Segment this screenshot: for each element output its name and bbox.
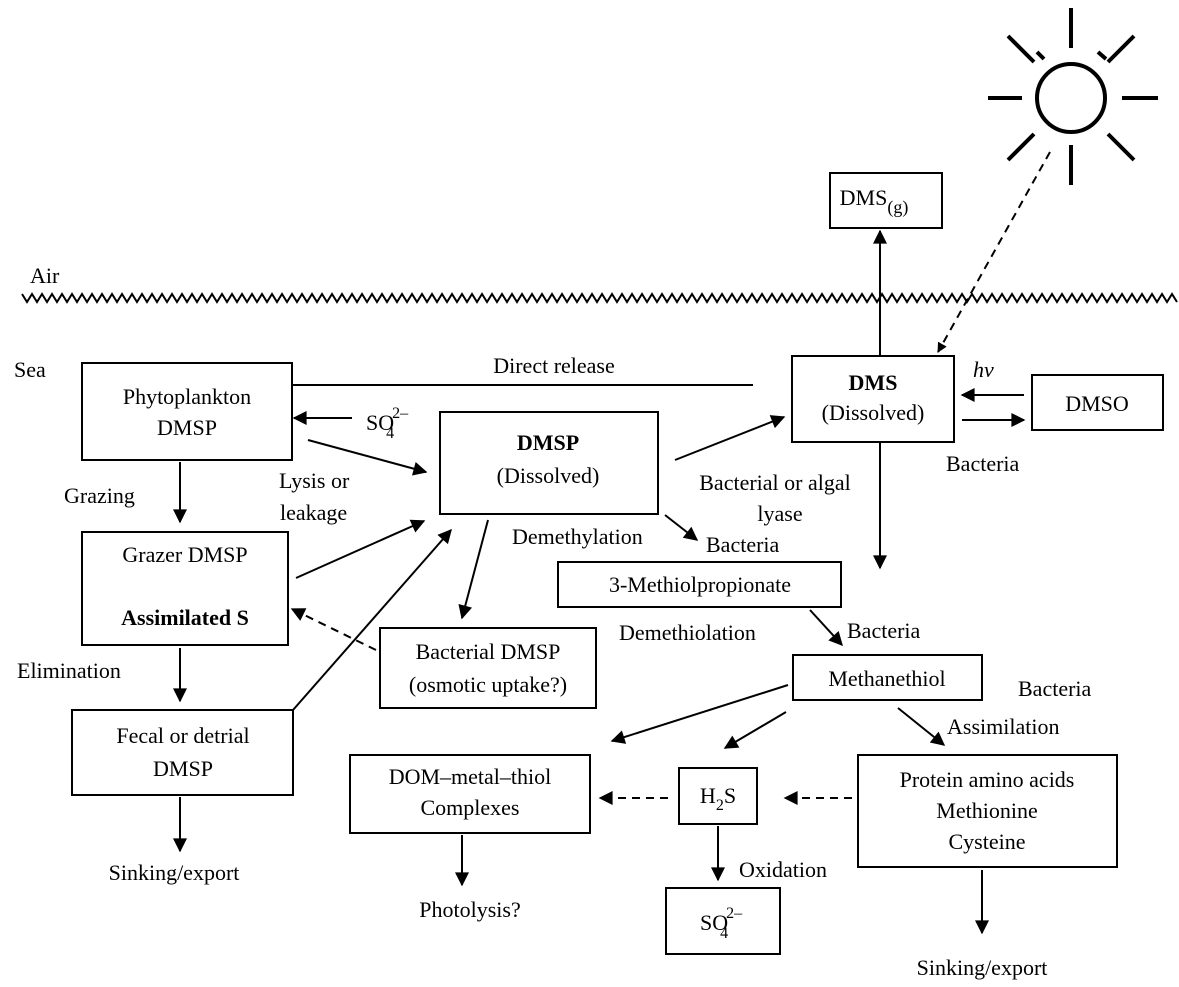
svg-text:Methionine: Methionine bbox=[936, 798, 1037, 823]
grazing-label: Grazing bbox=[64, 483, 135, 508]
h2s-box: H2S bbox=[678, 767, 758, 825]
assimilation-bacteria-label: Bacteria bbox=[1018, 676, 1092, 701]
lysis-label-1: Lysis or bbox=[279, 468, 350, 493]
assimilation-label: Assimilation bbox=[947, 714, 1059, 739]
arrow-sun-to-dms bbox=[937, 151, 1051, 353]
arrow-dmsp-to-bacterial-dmsp bbox=[458, 519, 489, 620]
direct-release-label: Direct release bbox=[493, 353, 615, 378]
photolysis-label: Photolysis? bbox=[419, 897, 520, 922]
methanethiol-box: Methanethiol bbox=[792, 654, 983, 701]
svg-text:Complexes: Complexes bbox=[421, 795, 520, 820]
sea-label: Sea bbox=[14, 357, 46, 382]
svg-text:3-Methiolpropionate: 3-Methiolpropionate bbox=[609, 572, 791, 597]
air-label: Air bbox=[30, 263, 60, 288]
bacterial-lyase-label-1: Bacterial or algal bbox=[699, 470, 850, 495]
svg-text:(Dissolved): (Dissolved) bbox=[822, 400, 925, 425]
sulfate-box: SO2–4 bbox=[665, 887, 781, 955]
svg-text:DMSP: DMSP bbox=[517, 430, 579, 455]
bacteria-dmso-label: Bacteria bbox=[946, 451, 1020, 476]
arrow-methanethiol-to-h2s bbox=[723, 711, 787, 749]
svg-text:Fecal or detrial: Fecal or detrial bbox=[116, 723, 249, 748]
arrow-dmsp-to-dms bbox=[674, 415, 786, 461]
dmso-box: DMSO bbox=[1031, 374, 1164, 431]
svg-text:Methanethiol: Methanethiol bbox=[828, 666, 945, 691]
arrow-grazer-to-dmsp bbox=[295, 519, 426, 579]
sinking-export-left-label: Sinking/export bbox=[109, 860, 240, 885]
demethiolation-bacteria-label: Bacteria bbox=[847, 618, 921, 643]
demethylation-bacteria-label: Bacteria bbox=[706, 532, 780, 557]
protein-amino-acids-box: Protein amino acids Methionine Cysteine bbox=[857, 754, 1118, 868]
lysis-label-2: leakage bbox=[280, 500, 347, 525]
svg-text:DOM–metal–thiol: DOM–metal–thiol bbox=[389, 764, 552, 789]
arrow-demethiolation bbox=[809, 609, 843, 647]
demethiolation-label: Demethiolation bbox=[619, 620, 756, 645]
svg-text:DMS(g): DMS(g) bbox=[840, 185, 909, 218]
svg-text:DMS: DMS bbox=[849, 370, 898, 395]
svg-text:Grazer DMSP: Grazer DMSP bbox=[122, 542, 247, 567]
svg-text:H2S: H2S bbox=[700, 783, 736, 814]
demethylation-label: Demethylation bbox=[512, 524, 643, 549]
arrow-fecal-to-dmsp bbox=[292, 528, 452, 711]
svg-text:(osmotic uptake?): (osmotic uptake?) bbox=[409, 672, 567, 697]
svg-text:SO2–4: SO2–4 bbox=[700, 905, 743, 942]
phytoplankton-dmsp-box: Phytoplankton DMSP bbox=[81, 362, 293, 461]
fecal-detrial-dmsp-box: Fecal or detrial DMSP bbox=[71, 709, 294, 796]
methiolpropionate-box: 3-Methiolpropionate bbox=[557, 561, 842, 608]
dom-metal-thiol-box: DOM–metal–thiol Complexes bbox=[349, 754, 591, 834]
air-sea-interface bbox=[21, 292, 1178, 304]
svg-text:Cysteine: Cysteine bbox=[949, 829, 1026, 854]
arrow-methanethiol-to-dom bbox=[610, 684, 789, 744]
svg-text:DMSP: DMSP bbox=[157, 415, 217, 440]
dms-gas-box: DMS(g) bbox=[829, 172, 943, 229]
svg-text:(Dissolved): (Dissolved) bbox=[497, 463, 600, 488]
sun-icon bbox=[988, 8, 1158, 185]
dmsp-dissolved-box: DMSP (Dissolved) bbox=[439, 411, 659, 515]
arrow-demethylation bbox=[664, 514, 699, 541]
svg-text:Phytoplankton: Phytoplankton bbox=[123, 384, 251, 409]
svg-text:Protein amino acids: Protein amino acids bbox=[900, 767, 1075, 792]
sinking-export-right-label: Sinking/export bbox=[917, 955, 1048, 980]
dms-dissolved-box: DMS (Dissolved) bbox=[791, 355, 955, 443]
elimination-label: Elimination bbox=[17, 658, 121, 683]
arrow-bacterial-dmsp-to-grazer bbox=[290, 608, 377, 651]
sulfate-uptake-label: SO2–4 bbox=[366, 405, 409, 442]
svg-text:Assimilated S: Assimilated S bbox=[121, 605, 249, 630]
bacterial-lyase-label-2: lyase bbox=[757, 501, 802, 526]
arrow-phytoplankton-to-dmsp bbox=[307, 439, 428, 476]
hv-label: hv bbox=[973, 357, 994, 382]
grazer-dmsp-box: Grazer DMSP Assimilated S bbox=[81, 531, 289, 646]
svg-text:DMSO: DMSO bbox=[1065, 391, 1129, 416]
svg-text:Bacterial DMSP: Bacterial DMSP bbox=[416, 639, 561, 664]
oxidation-label: Oxidation bbox=[739, 857, 827, 882]
arrow-assimilation bbox=[897, 707, 946, 746]
bacterial-dmsp-box: Bacterial DMSP (osmotic uptake?) bbox=[379, 627, 597, 709]
svg-text:DMSP: DMSP bbox=[153, 756, 213, 781]
